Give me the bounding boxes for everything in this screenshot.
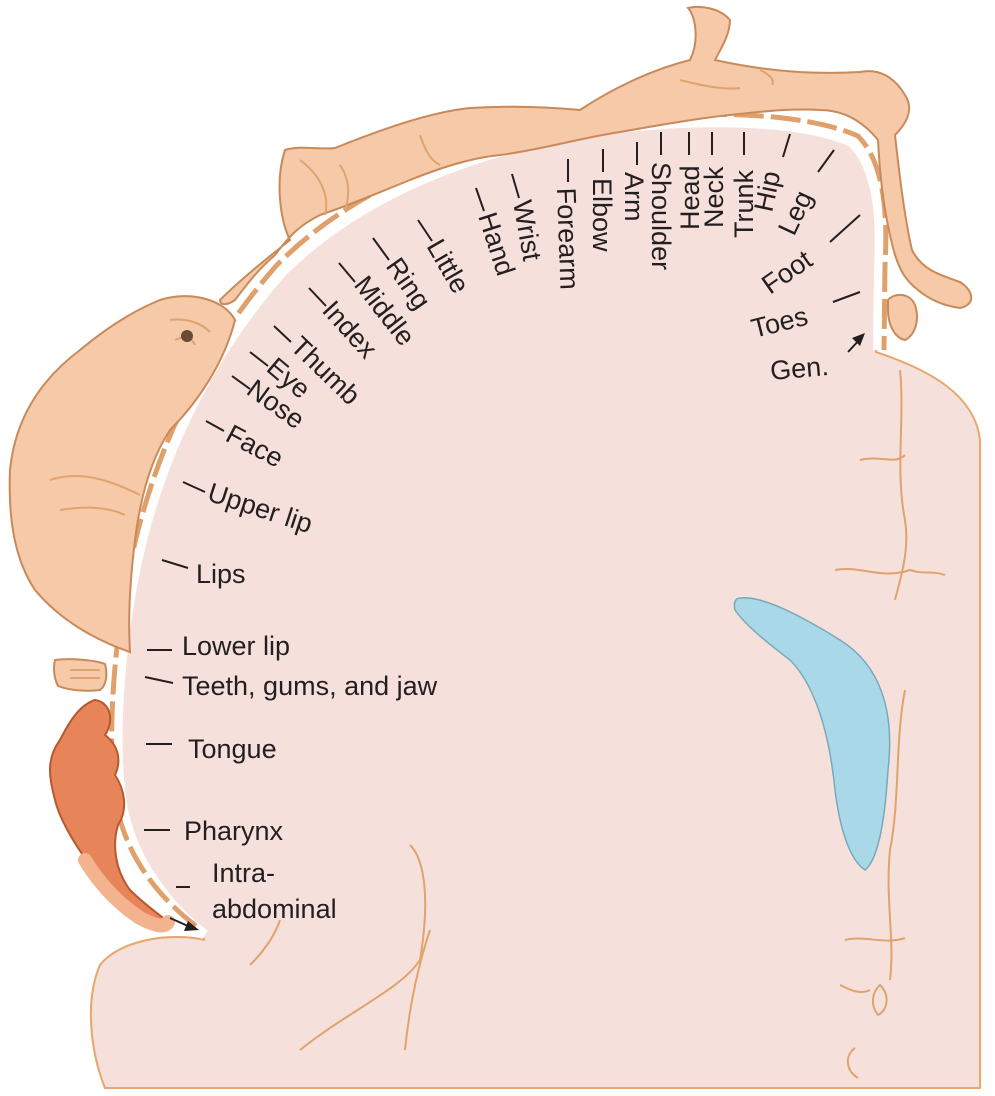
- sulcus-9: [872, 983, 888, 1017]
- label-gen: Gen.: [769, 351, 830, 386]
- cortex-edge: [112, 117, 885, 939]
- label-neck: Neck: [699, 166, 729, 228]
- arrow-intra: [169, 917, 189, 927]
- label-head: Head: [675, 165, 705, 230]
- label-trunk: Trunk: [729, 169, 759, 238]
- sulcus-2: [404, 929, 431, 1051]
- sulcus-6: [834, 568, 946, 576]
- homunculus-body-icon: [218, 5, 973, 310]
- hand-detail: [299, 134, 441, 216]
- arrow-intra-head: [184, 921, 199, 931]
- eye-icon: [181, 330, 193, 342]
- label-lower-lip: Lower lip: [182, 631, 290, 661]
- lateral-ventricle-icon: [733, 596, 891, 871]
- teeth-icon: [53, 658, 108, 692]
- label-intra-2: abdominal: [212, 894, 337, 924]
- label-intra-1: Intra-: [212, 858, 275, 888]
- label-forearm: Forearm: [551, 187, 585, 290]
- label-shoulder: Shoulder: [646, 162, 676, 270]
- label-pharynx: Pharynx: [184, 816, 284, 846]
- sulcus-10: [846, 1047, 859, 1079]
- foot-icon: [887, 293, 918, 342]
- label-lips: Lips: [196, 559, 246, 589]
- label-tongue: Tongue: [188, 734, 277, 764]
- sulcus-3: [249, 919, 281, 966]
- arrow-gen-head: [852, 333, 865, 346]
- cortex-section: [89, 119, 981, 1089]
- sulcus-1: [299, 844, 427, 1051]
- tick-marks: [144, 132, 861, 888]
- label-arm: Arm: [619, 172, 649, 222]
- teeth-detail: [70, 669, 100, 679]
- pharynx-tube: [78, 853, 175, 933]
- label-elbow: Elbow: [587, 178, 617, 252]
- face-icon: [8, 295, 237, 654]
- sulcus-11: [839, 984, 871, 994]
- sulcus-5: [859, 454, 906, 461]
- label-teeth: Teeth, gums, and jaw: [182, 671, 438, 701]
- sulcus-4: [894, 369, 908, 601]
- trunk-detail: [679, 69, 774, 90]
- sulcus-8: [844, 937, 906, 942]
